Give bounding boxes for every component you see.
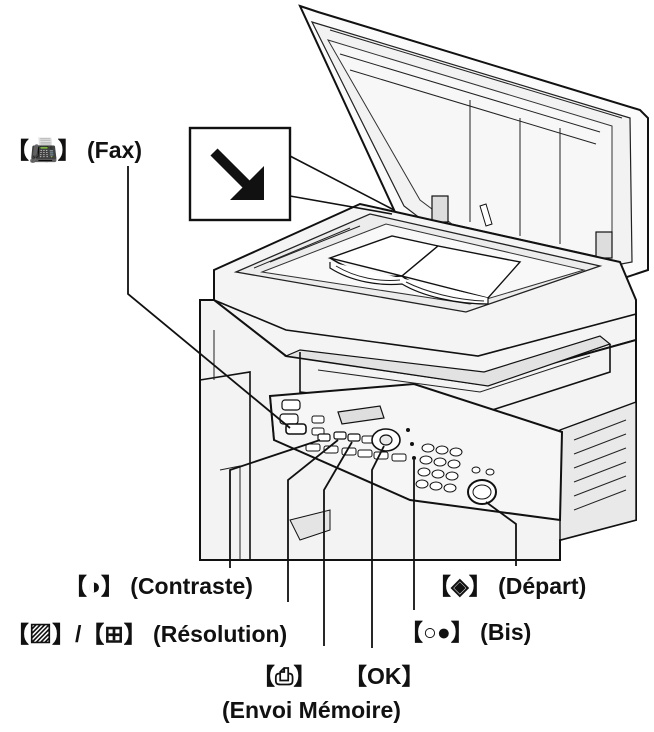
document-cover-lid (298, 4, 649, 284)
redial-key (412, 456, 416, 460)
numeric-keypad (415, 443, 463, 493)
ok-leader (371, 445, 385, 648)
ok-key (379, 434, 393, 446)
labels: 【📠】 (Fax) 【◑】 (Contraste) 【▨】/【⊞】 (Résol… (6, 137, 586, 723)
contrast-leader (229, 439, 321, 568)
leader-lines (127, 166, 517, 648)
start-key (467, 479, 497, 505)
fax-key (285, 423, 307, 435)
memory-send-label: (Envoi Mémoire) (222, 697, 401, 723)
memory-send-leader (323, 441, 353, 646)
fax-label: 【📠】 (Fax) (6, 137, 142, 164)
start-leader (485, 501, 517, 566)
fax-leader (127, 166, 291, 429)
control-panel (268, 382, 564, 522)
contrast-label: 【◑】 (Contraste) (64, 573, 253, 599)
memory-send-key-label: 【⎙】 (252, 663, 316, 689)
redial-label: 【○●】 (Bis) (400, 619, 531, 645)
start-label: 【◈】 (Départ) (428, 573, 586, 599)
resolution-key (333, 431, 347, 440)
diagonal-down-right-arrow-icon (210, 148, 264, 200)
resolution-label: 【▨】/【⊞】 (Résolution) (6, 621, 287, 647)
memory-send-key (347, 433, 361, 442)
contrast-key (317, 433, 331, 442)
ok-label: 【OK】 (344, 663, 425, 689)
glass-arrow-callout (188, 126, 395, 222)
resolution-leader (287, 439, 339, 602)
fax-machine-illustration (188, 4, 649, 561)
document-on-glass (327, 235, 522, 305)
